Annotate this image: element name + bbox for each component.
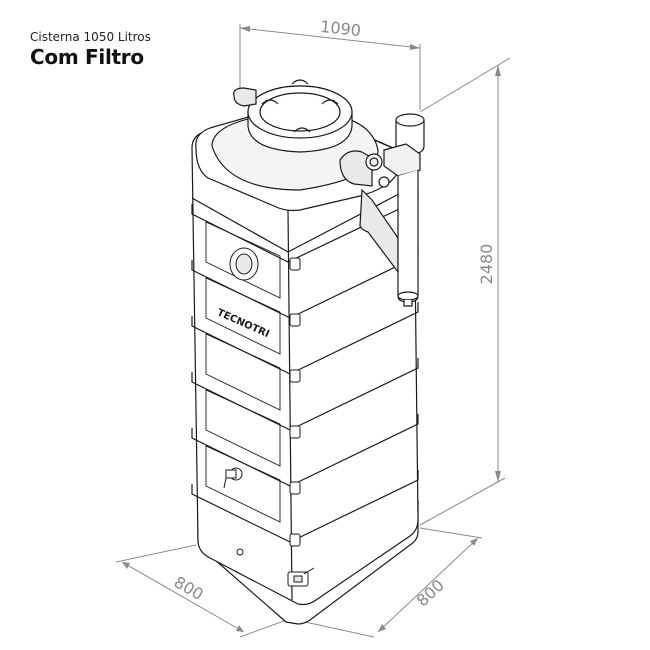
arrow-left-a bbox=[122, 562, 130, 569]
clip-4 bbox=[289, 425, 301, 439]
filter-flange bbox=[339, 150, 373, 187]
dim-label-right: 800 bbox=[413, 576, 448, 611]
filter-downpipe bbox=[397, 170, 419, 303]
tank-lid bbox=[195, 79, 401, 212]
panel-3 bbox=[205, 333, 281, 411]
filter-housing bbox=[383, 143, 421, 177]
arrow-height-bottom bbox=[495, 471, 501, 482]
dim-label-top: 1090 bbox=[319, 17, 362, 40]
filter-inlet-rim bbox=[395, 113, 425, 127]
arrow-top-right bbox=[410, 44, 420, 50]
dim-height-ext-top bbox=[419, 57, 511, 113]
outlet-valve-icon bbox=[287, 567, 315, 587]
tank-panels bbox=[205, 221, 281, 523]
dim-right-ext-a bbox=[295, 619, 375, 638]
quality-seal-icon bbox=[229, 247, 259, 281]
arrow-right-b bbox=[470, 538, 478, 546]
panel-4 bbox=[205, 389, 281, 467]
dim-right-ext-b bbox=[419, 527, 483, 539]
diagram-subtitle: Cisterna 1050 Litros bbox=[30, 30, 151, 44]
clip-6 bbox=[289, 533, 301, 547]
lid-tab-right bbox=[321, 99, 339, 105]
clip-1 bbox=[289, 257, 301, 271]
panel-2 bbox=[205, 277, 281, 355]
dim-left-ext-a bbox=[115, 544, 197, 563]
dim-top-line bbox=[239, 27, 421, 49]
dim-height-ext-bottom bbox=[419, 477, 506, 526]
arrow-right-a bbox=[378, 624, 386, 632]
lid-cap-inner bbox=[259, 92, 341, 132]
panel-5 bbox=[205, 445, 281, 523]
dimension-arrows bbox=[122, 26, 501, 632]
clip-5 bbox=[289, 481, 301, 495]
dim-right-line bbox=[377, 537, 479, 633]
lid-tab-left bbox=[261, 99, 279, 105]
dimension-lines bbox=[115, 24, 511, 638]
filter-joint-icon bbox=[378, 176, 390, 188]
drain-hole-icon bbox=[236, 548, 244, 556]
clip-3 bbox=[289, 369, 301, 383]
lid-tab-top bbox=[291, 79, 309, 85]
dim-label-height: 2480 bbox=[477, 244, 496, 285]
filter-downpipe-tip bbox=[403, 300, 413, 307]
dim-left-ext-b bbox=[239, 617, 293, 638]
band-clips bbox=[289, 257, 301, 547]
arrow-height-top bbox=[495, 65, 501, 76]
dim-left-line bbox=[121, 561, 245, 633]
arrow-left-b bbox=[236, 625, 244, 632]
lid-tab-bottom bbox=[293, 127, 311, 133]
panel-1 bbox=[205, 221, 281, 299]
filter-assembly bbox=[339, 113, 425, 307]
dim-label-left: 800 bbox=[171, 572, 207, 604]
arrow-top-left bbox=[240, 26, 250, 32]
diagram-title: Com Filtro bbox=[30, 45, 144, 69]
overflow-nub bbox=[233, 87, 257, 107]
clip-2 bbox=[289, 313, 301, 327]
faucet-icon bbox=[223, 467, 243, 489]
tank-body bbox=[191, 105, 419, 625]
